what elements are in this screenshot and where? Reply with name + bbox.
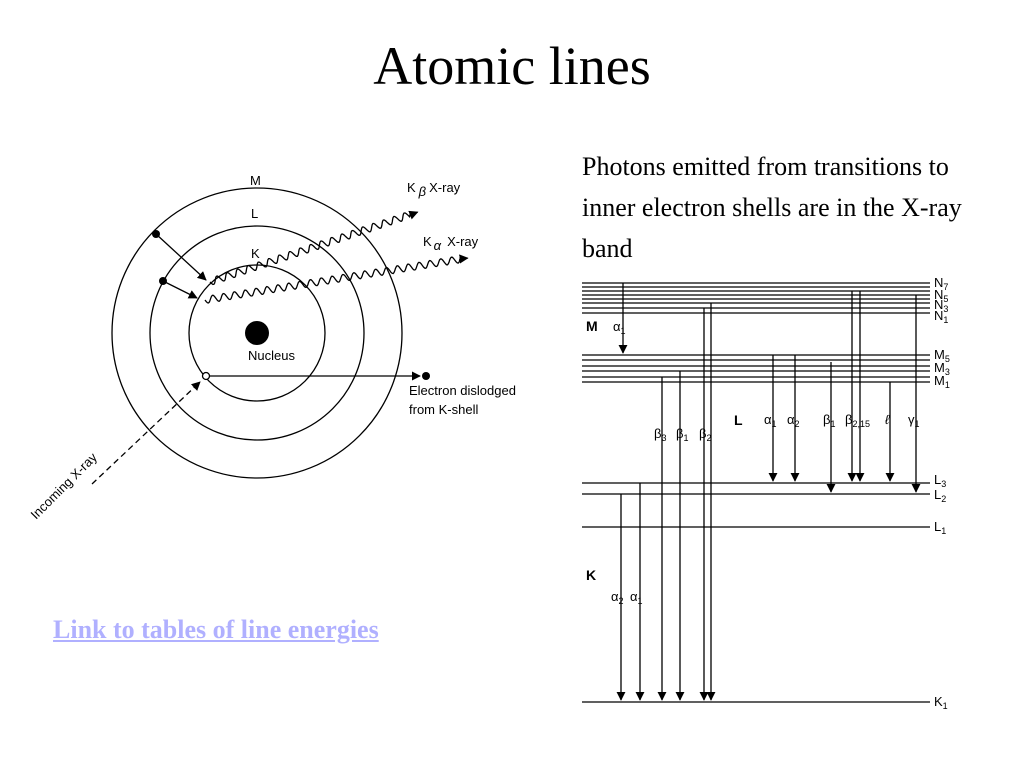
k-beta3-label: β3 <box>654 426 667 443</box>
k-beta1-label: β1 <box>676 426 689 443</box>
l-beta1-label: β1 <box>823 412 836 429</box>
m-to-k-drop-arrow <box>155 233 207 281</box>
shell-l-orbit <box>149 225 365 441</box>
shell-m-label: M <box>250 173 261 188</box>
incoming-xray-label: Incoming X-ray <box>28 449 101 522</box>
nucleus-label: Nucleus <box>248 348 295 363</box>
l-ell-label: ℓ <box>885 412 890 427</box>
dislodged-label-line2: from K-shell <box>409 402 478 417</box>
energy-level-diagram <box>582 282 930 703</box>
level-n5-label: N5 <box>934 287 948 304</box>
level-m5-label: M5 <box>934 347 950 364</box>
k-beta2-label: β2 <box>699 426 712 443</box>
l-gamma1-label: γ1 <box>908 412 920 429</box>
level-n3-label: N3 <box>934 297 948 314</box>
shell-m-orbit <box>111 187 403 479</box>
k-alpha1-label: α1 <box>630 589 643 606</box>
energy-level-labels: N7 N5 N3 N1 M5 M3 M1 L3 L2 L1 K1 M L K α… <box>586 275 950 711</box>
k-shell-label: K <box>586 567 596 583</box>
incoming-xray-arrow <box>91 381 201 485</box>
l-beta215-label: β2,15 <box>845 412 870 429</box>
shell-l-label: L <box>251 206 258 221</box>
slide-caption: Photons emitted from transitions to inne… <box>582 152 962 263</box>
l-shell-label: L <box>734 412 743 428</box>
l-alpha2-label: α2 <box>787 412 800 429</box>
kalpha-photon-wave <box>204 254 469 304</box>
l-alpha1-label: α1 <box>764 412 777 429</box>
shell-k-label: K <box>251 246 260 261</box>
slide-title: Atomic lines <box>373 36 651 96</box>
kbeta-photon-wave <box>209 210 419 286</box>
k-shell-vacancy <box>201 371 211 381</box>
k-alpha2-label: α2 <box>611 589 624 606</box>
level-m1-label: M1 <box>934 373 950 390</box>
level-n1-label: N1 <box>934 308 948 325</box>
level-l3-label: L3 <box>934 472 946 489</box>
dislodged-label-line1: Electron dislodged <box>409 383 516 398</box>
m-alpha1-label: α1 <box>613 319 626 336</box>
l-to-k-drop-arrow <box>162 280 198 299</box>
m-shell-label: M <box>586 318 598 334</box>
nucleus-dot <box>245 321 269 345</box>
line-energies-link[interactable]: Link to tables of line energies <box>53 615 379 644</box>
atom-diagram <box>91 187 469 485</box>
level-k1-label: K1 <box>934 694 948 711</box>
level-n7-label: N7 <box>934 275 948 292</box>
level-l1-label: L1 <box>934 519 946 536</box>
level-m3-label: M3 <box>934 360 950 377</box>
dislodged-electron <box>422 372 430 380</box>
level-l2-label: L2 <box>934 487 946 504</box>
